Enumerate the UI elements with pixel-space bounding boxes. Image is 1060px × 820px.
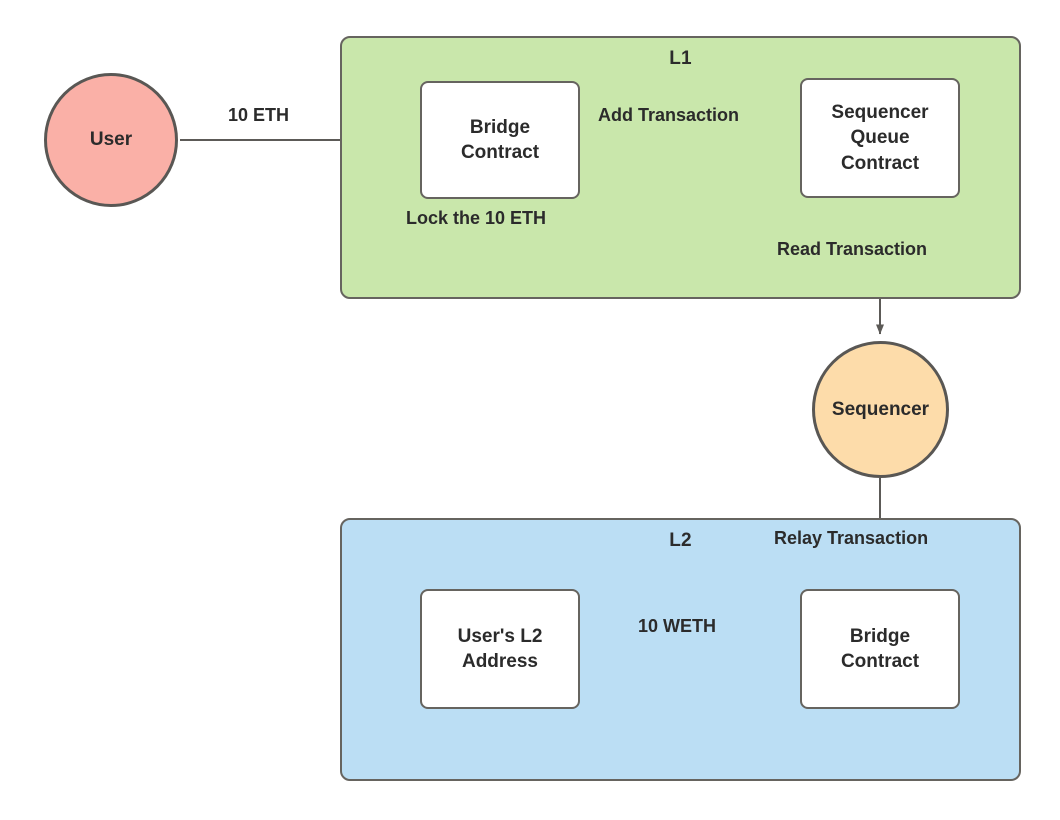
node-user-l2-address[interactable]: User's L2 Address: [420, 589, 580, 709]
node-sequencer[interactable]: Sequencer: [812, 341, 949, 478]
edge-label-relay-transaction: Relay Transaction: [774, 528, 929, 548]
node-l1-bridge-contract[interactable]: Bridge Contract: [420, 81, 580, 199]
edge-label-read-transaction: Read Transaction: [777, 239, 928, 259]
edge-label-lock-the-10-eth: Lock the 10 ETH: [406, 208, 547, 228]
edge-label-add-transaction: Add Transaction: [598, 105, 740, 125]
edge-label-10-weth: 10 WETH: [638, 616, 717, 636]
node-sequencer-queue-contract[interactable]: Sequencer Queue Contract: [800, 78, 960, 198]
edge-label-10-eth: 10 ETH: [228, 105, 290, 125]
group-l2-label: L2: [669, 530, 692, 551]
node-user[interactable]: User: [44, 73, 178, 207]
node-l2-bridge-contract[interactable]: Bridge Contract: [800, 589, 960, 709]
group-l1-label: L1: [669, 48, 692, 69]
